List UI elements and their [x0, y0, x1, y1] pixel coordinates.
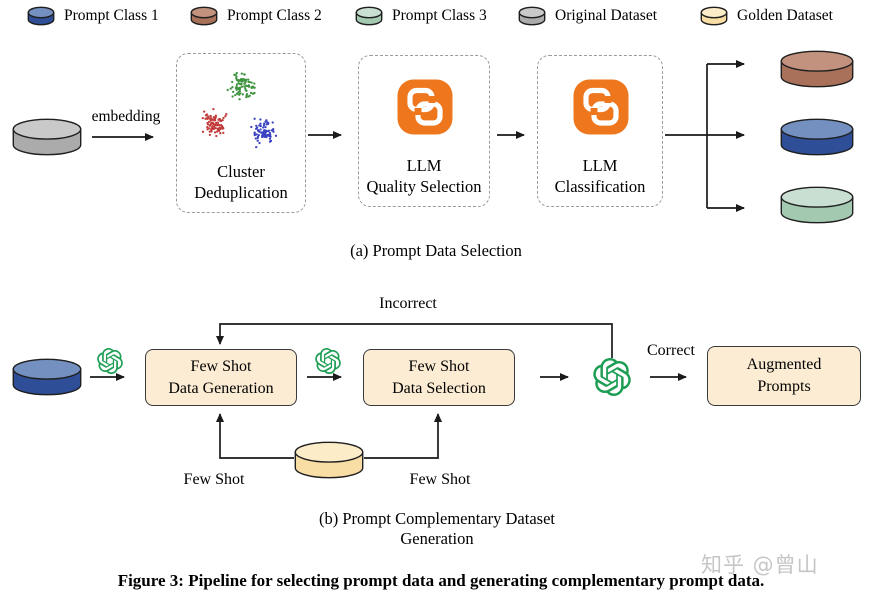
legend-label: Prompt Class 3: [392, 7, 487, 24]
few-shot-data-selection-box: Few Shot Data Selection: [363, 349, 515, 406]
prompt-class-2-cylinder-icon: [190, 6, 218, 26]
gpt-icon: [593, 358, 631, 401]
prompt-class-1-cylinder-icon: [27, 6, 55, 26]
figure-caption: Figure 3: Pipeline for selecting prompt …: [117, 571, 765, 590]
section-a-prompt-data-selection: embedding Cluster Deduplication: [0, 45, 871, 270]
correct-label: Correct: [647, 342, 695, 359]
llm-icon: [572, 78, 630, 141]
llm-quality-selection-label: LLM Quality Selection: [366, 155, 482, 196]
prompt-class-1-input-cylinder: [12, 358, 82, 396]
golden-dataset-cylinder: [294, 441, 364, 479]
cluster-deduplication-label: Cluster Deduplication: [194, 161, 288, 202]
gpt-icon: [97, 348, 123, 379]
cluster-deduplication-box: Cluster Deduplication: [176, 53, 306, 213]
legend-item-prompt-class-3: Prompt Class 3: [355, 6, 487, 26]
llm-quality-selection-box: LLM Quality Selection: [358, 55, 490, 207]
original-dataset-cylinder-icon: [518, 6, 546, 26]
llm-classification-label: LLM Classification: [554, 155, 646, 196]
llm-classification-box: LLM Classification: [537, 55, 663, 207]
watermark: 知乎 @曾山: [701, 553, 819, 577]
golden-dataset-cylinder-icon: [700, 6, 728, 26]
llm-icon: [396, 78, 454, 141]
legend-label: Prompt Class 2: [227, 7, 322, 24]
prompt-class-2-output-cylinder: [780, 50, 854, 88]
gpt-icon: [315, 348, 341, 379]
prompt-class-1-output-cylinder: [780, 118, 854, 156]
few-shot-left-label: Few Shot: [183, 471, 245, 488]
embedding-label: embedding: [91, 108, 161, 125]
section-b-complementary-generation: Incorrect Few Shot Data Generation Few S…: [0, 290, 871, 548]
few-shot-right-label: Few Shot: [409, 471, 471, 488]
cluster-scatter-plot: [201, 71, 278, 149]
section-a-caption: (a) Prompt Data Selection: [350, 241, 522, 260]
legend-item-original-dataset: Original Dataset: [518, 6, 657, 26]
legend-item-golden-dataset: Golden Dataset: [700, 6, 833, 26]
legend-label: Prompt Class 1: [64, 7, 159, 24]
few-shot-data-generation-box: Few Shot Data Generation: [145, 349, 297, 406]
legend-item-prompt-class-1: Prompt Class 1: [27, 6, 159, 26]
legend-label: Golden Dataset: [737, 7, 833, 24]
augmented-prompts-box: Augmented Prompts: [707, 346, 861, 406]
original-dataset-cylinder: [12, 118, 82, 156]
prompt-class-3-cylinder-icon: [355, 6, 383, 26]
legend-label: Original Dataset: [555, 7, 658, 24]
prompt-class-3-output-cylinder: [780, 186, 854, 224]
section-b-caption: (b) Prompt Complementary Dataset Generat…: [319, 509, 555, 548]
incorrect-label: Incorrect: [379, 295, 437, 312]
legend-item-prompt-class-2: Prompt Class 2: [190, 6, 322, 26]
section-b-connectors: [90, 323, 687, 459]
